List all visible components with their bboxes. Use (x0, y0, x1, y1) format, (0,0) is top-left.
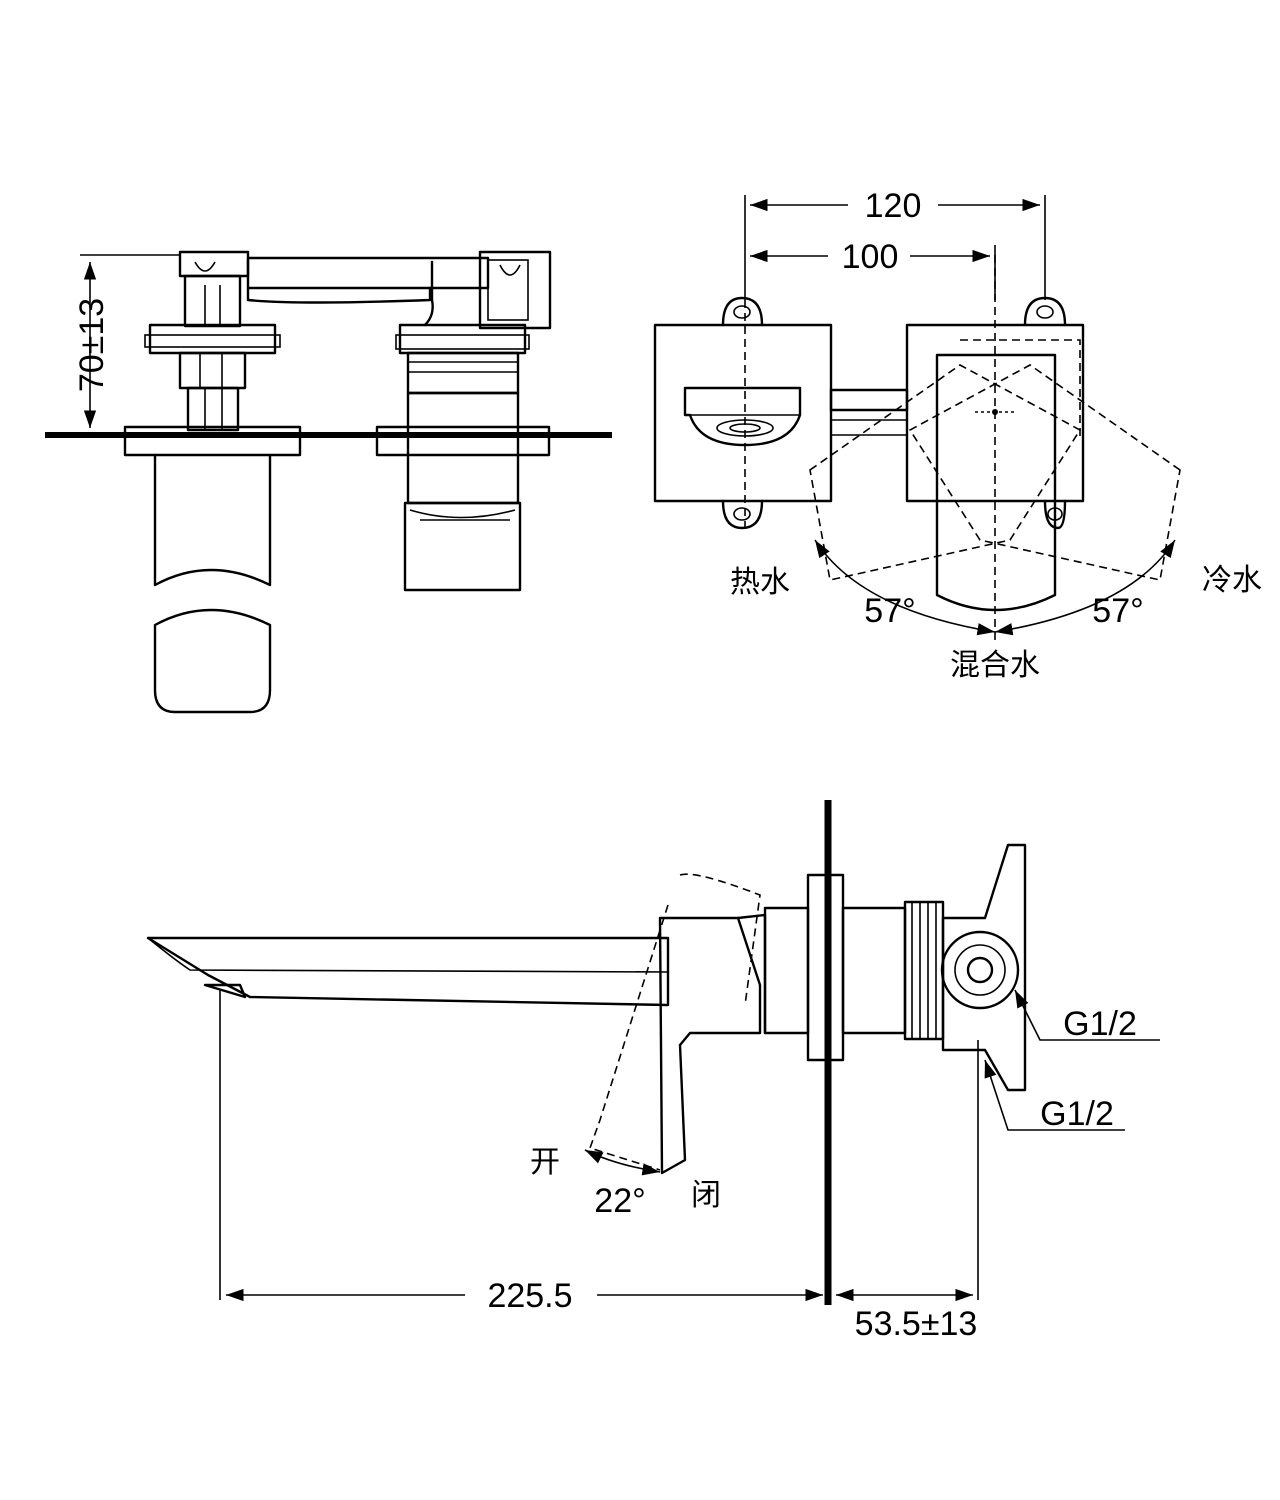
rear-flange (941, 843, 1027, 1092)
depth-dimension-label: 53.5±13 (855, 1305, 978, 1343)
right-plate (375, 425, 551, 457)
handle-angle-label: 22° (594, 1182, 645, 1220)
left-plate (123, 425, 302, 457)
hot-water-label: 热水 (730, 565, 790, 600)
angle-right-label: 57° (1092, 592, 1143, 630)
cold-water-label: 冷水 (1202, 563, 1262, 598)
thread-lower-label: G1/2 (1040, 1095, 1114, 1133)
inlet-fitting (940, 930, 1020, 1010)
close-label: 闭 (691, 1178, 721, 1213)
left-rotation-arc (814, 539, 996, 636)
right-rotation-arc (994, 539, 1176, 636)
width-inner-label: 100 (842, 238, 899, 276)
width-outer-label: 120 (865, 187, 922, 225)
spout-upper-segment (153, 453, 272, 587)
handle-rotation-arc (584, 1149, 661, 1176)
valve-body-top (144, 250, 552, 432)
spout-side (146, 936, 670, 1007)
top-view: 70±13 (45, 250, 612, 714)
spout-length-label: 225.5 (487, 1277, 572, 1315)
spout-lower-segment (153, 608, 272, 714)
lever-handle (935, 353, 1057, 612)
front-view: 120 100 (653, 187, 1262, 683)
thread-upper-label: G1/2 (1063, 1005, 1137, 1043)
mixed-water-label: 混合水 (950, 648, 1040, 683)
height-dimension-label: 70±13 (73, 298, 111, 392)
side-view: G1/2 G1/2 开 22° 闭 225.5 53.5±13 (146, 800, 1160, 1343)
open-label: 开 (530, 1145, 560, 1180)
angle-left-label: 57° (864, 592, 915, 630)
spout-outlet (683, 386, 802, 447)
left-square-plate (653, 323, 833, 503)
lever-side (658, 916, 762, 1175)
